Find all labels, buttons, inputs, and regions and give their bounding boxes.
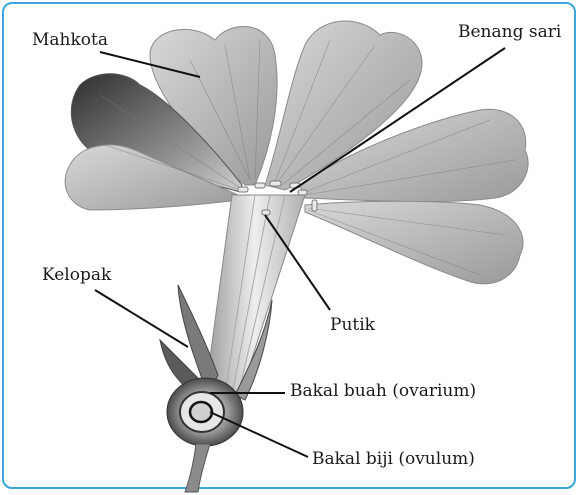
petal-bottom-right: [305, 201, 523, 284]
label-benang-sari: Benang sari: [458, 22, 562, 42]
label-mahkota: Mahkota: [32, 30, 108, 50]
ovule: [190, 402, 212, 422]
label-bakal-biji: Bakal biji (ovulum): [312, 449, 475, 469]
stalk: [185, 444, 210, 492]
leader-kelopak: [95, 290, 188, 347]
ovary: [167, 378, 243, 446]
label-putik: Putik: [330, 315, 376, 335]
label-kelopak: Kelopak: [42, 265, 112, 285]
label-bakal-buah: Bakal buah (ovarium): [290, 381, 476, 401]
